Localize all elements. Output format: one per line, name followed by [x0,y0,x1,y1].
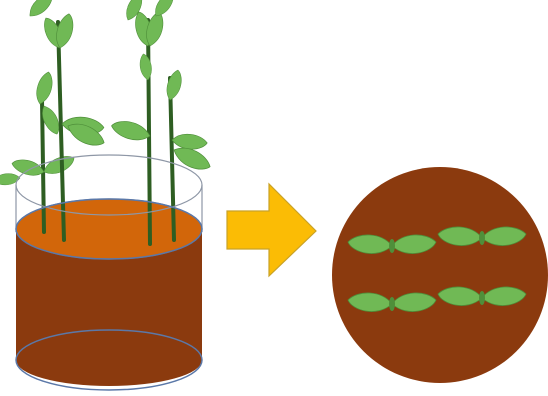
plant-leaf [163,68,186,101]
plant-leaf [25,0,57,20]
seedling-center [389,239,395,253]
plant-leaf [41,153,77,177]
plant-stem [148,20,150,244]
seedling-center [479,291,485,305]
right-arrow-icon [227,184,316,276]
plant-leaf [32,70,56,106]
plant-leaf [109,116,152,145]
seedling-center [389,297,395,311]
top-view-soil-disc [332,167,548,383]
seedling-center [479,231,485,245]
